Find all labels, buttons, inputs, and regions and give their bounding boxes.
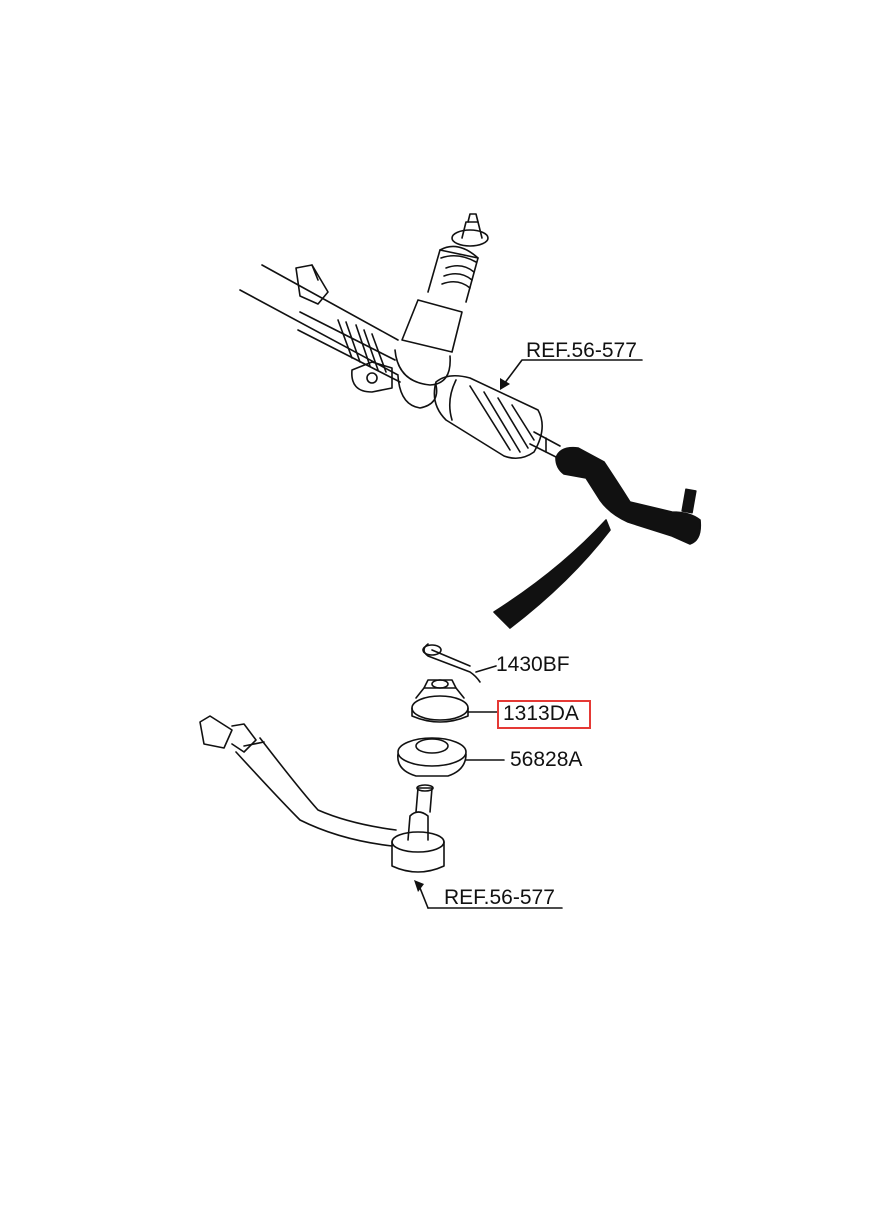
tie-rod-end-highlighted [555,446,702,545]
cotter-pin [422,643,497,683]
callout-nut[interactable]: 1313DA [503,702,579,725]
steering-gear-assembly [239,213,561,460]
ref-upper-arrowhead [500,378,510,390]
callout-ref-lower: REF.56-577 [444,886,555,909]
callout-cotter-pin: 1430BF [496,653,570,676]
washer-seal [397,737,505,777]
tie-rod-end-lower [199,715,563,909]
ref-lower-arrowhead [414,880,424,892]
ref-upper-leader [503,359,643,385]
highlight-box [497,700,591,729]
callout-washer: 56828A [510,748,583,771]
callout-ref-upper: REF.56-577 [526,339,637,362]
hex-nut [411,679,499,723]
callout-pointer-wedge [493,519,611,629]
